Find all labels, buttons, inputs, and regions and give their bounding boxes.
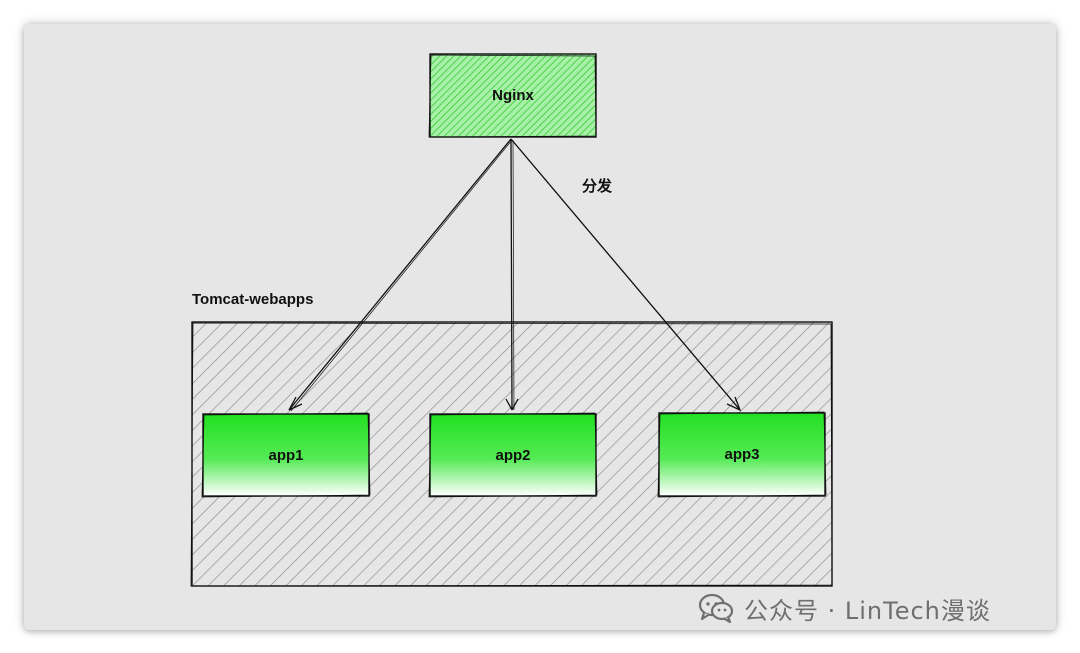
- edge-nginx-app2: [505, 138, 519, 411]
- app1-node: [201, 412, 371, 498]
- nginx-label: Nginx: [492, 87, 534, 104]
- app1-label: app1: [268, 446, 304, 464]
- app3-node: [657, 411, 827, 498]
- app3-label: app3: [724, 446, 760, 463]
- app2-node: [428, 412, 598, 498]
- watermark: 公众号 · LinTech漫谈: [698, 590, 991, 626]
- app2-label: app2: [495, 446, 531, 464]
- wechat-icon: [698, 593, 734, 623]
- edge-label: 分发: [582, 177, 613, 195]
- edge-nginx-app1: [288, 138, 513, 412]
- watermark-text: 公众号 · LinTech漫谈: [744, 596, 991, 625]
- nginx-node: [428, 53, 597, 138]
- edge-nginx-app3: [510, 138, 742, 412]
- tomcat-container-label: Tomcat-webapps: [192, 291, 314, 308]
